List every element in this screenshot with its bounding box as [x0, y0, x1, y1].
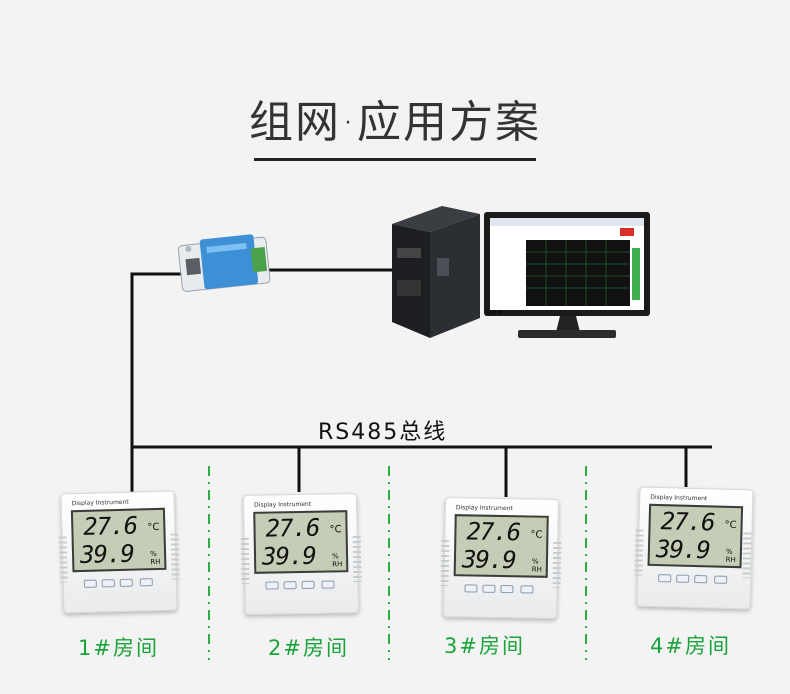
humidity-reading: 39.9: [80, 540, 135, 569]
humidity-reading: 39.9: [656, 535, 711, 564]
humidity-reading: 39.9: [262, 542, 316, 571]
lcd-display: 27.6 °C 39.9 %RH: [454, 514, 549, 578]
room-label-4: 4#房间: [650, 630, 731, 660]
enter-button: [520, 585, 533, 593]
down-button: [120, 579, 133, 587]
up-button: [676, 575, 689, 583]
humidity-reading: 39.9: [462, 545, 516, 574]
temperature-unit: °C: [329, 524, 341, 535]
device-brand: Display Instrument: [254, 501, 311, 509]
lcd-display: 27.6 °C 39.9 %RH: [253, 510, 348, 574]
humidity-unit: %RH: [332, 552, 342, 568]
converter-icon: [178, 233, 271, 292]
enter-button: [140, 578, 153, 586]
sensor-device-icon: Display Instrument 27.6 °C 39.9 %RH: [636, 487, 753, 610]
lcd-display: 27.6 °C 39.9 %RH: [71, 508, 167, 572]
humidity-unit: %RH: [150, 550, 161, 566]
device-brand: Display Instrument: [650, 494, 707, 502]
humidity-unit: %RH: [726, 548, 737, 564]
temperature-unit: °C: [147, 522, 159, 533]
device-brand: Display Instrument: [72, 499, 129, 507]
down-button: [301, 581, 314, 589]
right-vents: [742, 532, 751, 578]
temperature-reading: 27.6: [660, 507, 715, 536]
room-label-2: 2#房间: [268, 632, 349, 662]
sensor-device-icon: Display Instrument 27.6 °C 39.9 %RH: [243, 493, 359, 615]
sensor-device-icon: Display Instrument 27.6 °C 39.9 %RH: [60, 491, 177, 614]
wire-bus-to-converter: [132, 274, 186, 447]
up-button: [102, 579, 115, 587]
enter-button: [714, 576, 727, 584]
left-vents: [634, 529, 643, 575]
enter-button: [321, 580, 334, 588]
up-button: [482, 585, 495, 593]
room-label-1: 1#房间: [78, 632, 159, 662]
room-label-3: 3#房间: [444, 630, 525, 660]
left-vents: [59, 536, 68, 582]
temperature-unit: °C: [724, 520, 736, 531]
set-button: [464, 584, 477, 592]
left-vents: [241, 538, 250, 584]
temperature-reading: 27.6: [265, 514, 319, 543]
rs485-bus-label: RS485总线: [318, 414, 447, 446]
temperature-reading: 27.6: [466, 517, 520, 546]
down-button: [694, 575, 707, 583]
right-vents: [353, 536, 362, 582]
set-button: [265, 581, 278, 589]
set-button: [84, 580, 97, 588]
sensor-device-icon: Display Instrument 27.6 °C 39.9 %RH: [443, 497, 559, 619]
up-button: [283, 581, 296, 589]
pc-tower-icon: [392, 206, 480, 338]
device-brand: Display Instrument: [456, 504, 513, 512]
temperature-unit: °C: [530, 530, 542, 541]
humidity-unit: %RH: [532, 558, 542, 574]
lcd-display: 27.6 °C 39.9 %RH: [648, 504, 744, 568]
left-vents: [441, 540, 450, 586]
temperature-reading: 27.6: [83, 512, 138, 541]
monitor-icon: [484, 212, 650, 338]
down-button: [500, 585, 513, 593]
right-vents: [171, 533, 180, 579]
set-button: [658, 574, 671, 582]
right-vents: [552, 542, 561, 588]
